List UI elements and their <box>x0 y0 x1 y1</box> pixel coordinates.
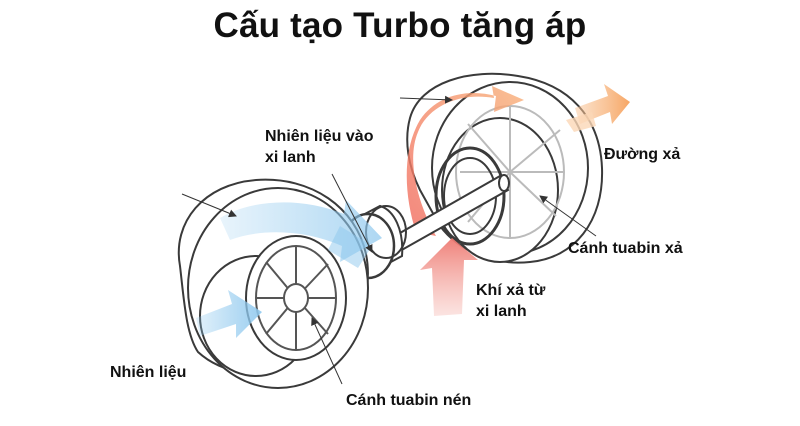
exhaust-inlet-arrow-icon <box>420 238 478 316</box>
diagram-title: Cấu tạo Turbo tăng áp <box>213 6 587 45</box>
label-exhaust-from-cylinder: Khí xả từ xi lanh <box>476 282 546 320</box>
exhaust-scroll-flow <box>406 86 524 236</box>
label-exhaust: Đường xả <box>604 146 681 163</box>
intake-flow <box>196 200 382 338</box>
label-turbine-blade-exhaust: Cánh tuabin xả <box>568 240 683 257</box>
leader-lines <box>181 95 597 385</box>
exhaust-outlet-arrow-icon <box>566 84 630 132</box>
label-fuel: Nhiên liệu <box>110 364 187 381</box>
exhaust-turbine-wheel-icon <box>455 105 565 239</box>
compressor-wheel-icon <box>255 245 337 351</box>
label-compressor-blade: Cánh tuabin nén <box>346 392 472 409</box>
label-fuel-into-cylinder: Nhiên liệu vào xi lanh <box>265 128 374 166</box>
